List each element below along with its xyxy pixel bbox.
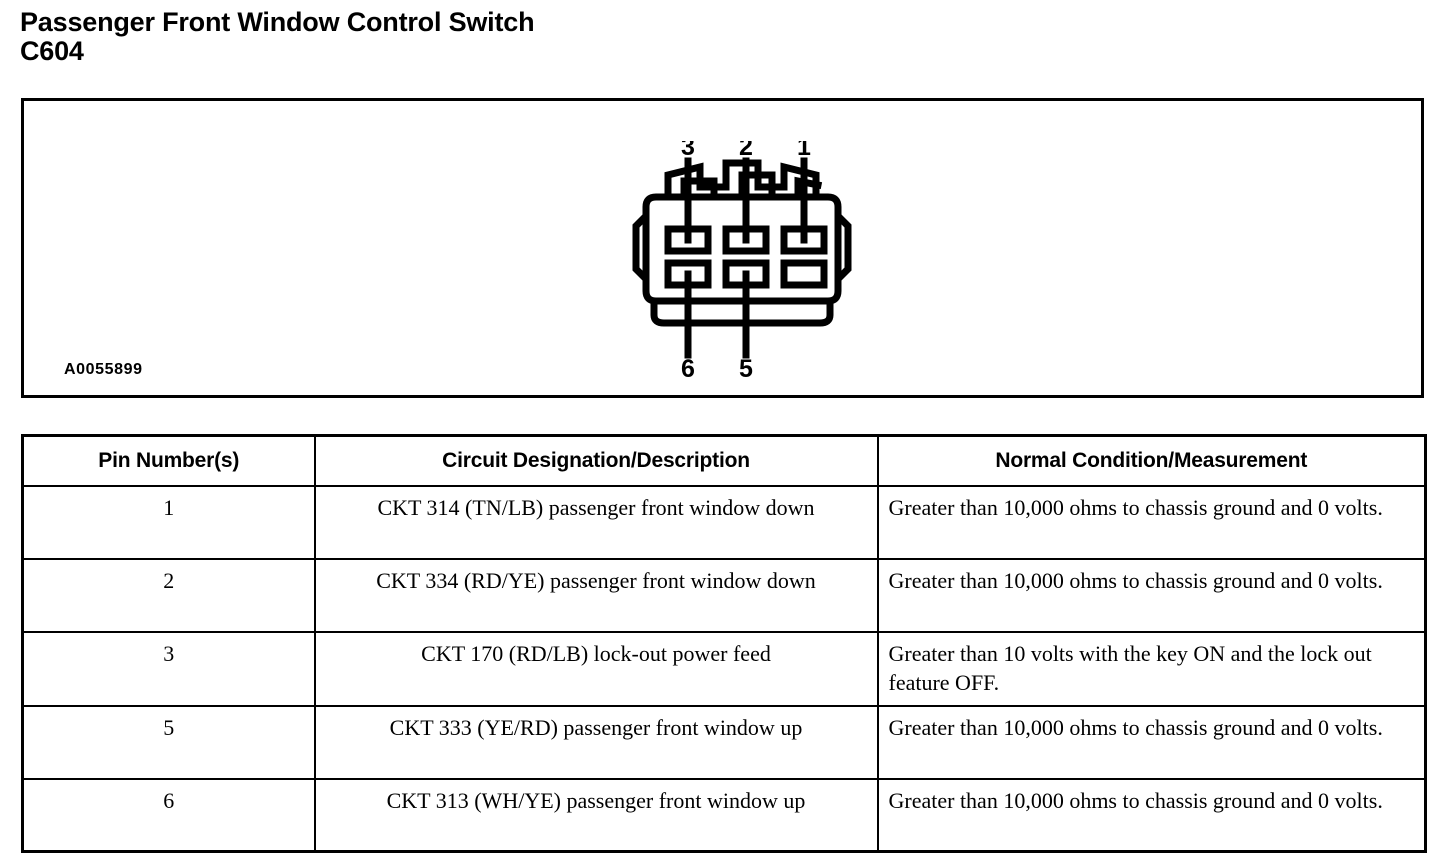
connector-keyway-center: [738, 171, 776, 201]
cell-description: CKT 313 (WH/YE) passenger front window u…: [313, 777, 879, 853]
cell-pin-number: 2: [21, 557, 316, 633]
pin-label-6: 6: [681, 355, 695, 381]
connector-svg: 3 2 1 6 5: [632, 141, 852, 381]
table-row: 2 CKT 334 (RD/YE) passenger front window…: [21, 557, 1427, 633]
connector-lock-tab: [664, 159, 820, 201]
pin-specification-table: Pin Number(s) Circuit Designation/Descri…: [21, 434, 1427, 853]
table-body: 1 CKT 314 (TN/LB) passenger front window…: [21, 484, 1427, 853]
cell-condition: Greater than 10 volts with the key ON an…: [876, 630, 1427, 707]
column-header-pin-number: Pin Number(s): [21, 434, 316, 487]
cavity-unused-4: [780, 259, 828, 289]
cell-condition: Greater than 10,000 ohms to chassis grou…: [876, 557, 1427, 633]
cell-description: CKT 170 (RD/LB) lock-out power feed: [313, 630, 879, 707]
diagram-reference-id: A0055899: [64, 361, 143, 378]
pin-label-1: 1: [797, 141, 811, 161]
page-title-line-2: C604: [20, 36, 84, 66]
connector-keyway-right: [794, 176, 823, 201]
cell-pin-number: 6: [21, 777, 316, 853]
page-title: Passenger Front Window Control Switch C6…: [20, 8, 920, 66]
connector-keyway-left: [680, 177, 718, 201]
pin-label-3: 3: [681, 141, 695, 161]
cell-description: CKT 314 (TN/LB) passenger front window d…: [313, 484, 879, 560]
cell-description: CKT 334 (RD/YE) passenger front window d…: [313, 557, 879, 633]
pin-label-5: 5: [739, 355, 753, 381]
cell-pin-number: 3: [21, 630, 316, 707]
column-header-condition: Normal Condition/Measurement: [876, 434, 1427, 487]
cell-pin-number: 5: [21, 704, 316, 780]
connector-skirt: [650, 297, 834, 327]
connector-right-lug: [835, 213, 852, 282]
cell-condition: Greater than 10,000 ohms to chassis grou…: [876, 704, 1427, 780]
connector-diagram-panel: 3 2 1 6 5 A0055899: [21, 98, 1424, 398]
table-row: 1 CKT 314 (TN/LB) passenger front window…: [21, 484, 1427, 560]
column-header-circuit: Circuit Designation/Description: [313, 434, 879, 487]
table-header-row: Pin Number(s) Circuit Designation/Descri…: [21, 434, 1427, 487]
connector-left-lug: [632, 213, 649, 282]
table-header: Pin Number(s) Circuit Designation/Descri…: [21, 434, 1427, 487]
connector-illustration: 3 2 1 6 5: [622, 141, 862, 381]
cell-description: CKT 333 (YE/RD) passenger front window u…: [313, 704, 879, 780]
cell-pin-number: 1: [21, 484, 316, 560]
table-row: 3 CKT 170 (RD/LB) lock-out power feed Gr…: [21, 630, 1427, 707]
page-title-line-1: Passenger Front Window Control Switch: [20, 7, 535, 37]
table-row: 6 CKT 313 (WH/YE) passenger front window…: [21, 777, 1427, 853]
pin-label-2: 2: [739, 141, 753, 161]
table-row: 5 CKT 333 (YE/RD) passenger front window…: [21, 704, 1427, 780]
cell-condition: Greater than 10,000 ohms to chassis grou…: [876, 484, 1427, 560]
cell-condition: Greater than 10,000 ohms to chassis grou…: [876, 777, 1427, 853]
